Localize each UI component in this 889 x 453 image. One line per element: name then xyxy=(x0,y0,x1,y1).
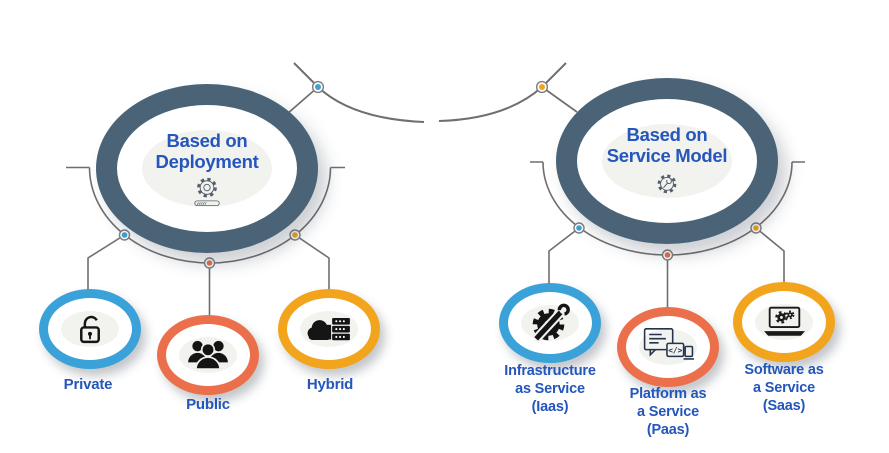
line-to-hybrid xyxy=(294,234,330,298)
devices-code-icon: </> xyxy=(643,328,694,360)
node-dot xyxy=(311,80,325,94)
laptop-gears-icon xyxy=(763,306,805,336)
code-glyph: </> xyxy=(668,346,682,355)
junction-dots xyxy=(118,80,762,269)
node-dot xyxy=(661,249,674,261)
node-dot xyxy=(573,222,585,234)
public-label: Public xyxy=(186,396,230,413)
saas-node-gap xyxy=(742,291,826,353)
deployment-title-line1: Based on xyxy=(166,130,248,151)
top-arc-left xyxy=(293,62,425,123)
service-model-title-line2: Service Model xyxy=(606,145,728,166)
line-to-private xyxy=(87,234,125,298)
service-model-title-line1: Based on xyxy=(626,124,708,145)
hybrid-node-gap xyxy=(287,298,371,360)
iaas-node-face xyxy=(521,303,579,343)
gear-wrench-solid-icon xyxy=(531,303,570,343)
iaas-label-line3: (Iaas) xyxy=(531,399,569,415)
service-model-title: Based on Service Model xyxy=(607,124,728,166)
people-group-icon xyxy=(188,340,228,370)
paas-node-gap: </> xyxy=(626,316,710,378)
service-model-hub-face: Based on Service Model xyxy=(602,124,732,198)
public-node xyxy=(157,315,259,395)
private-label: Private xyxy=(63,376,113,393)
top-branch-right xyxy=(541,86,578,113)
paas-label: Platform as a Service (Paas) xyxy=(593,385,743,439)
gear-wrench-icon xyxy=(657,174,677,194)
saas-node xyxy=(733,282,835,362)
private-node xyxy=(39,289,141,369)
node-dot xyxy=(535,80,549,94)
private-node-gap xyxy=(48,298,132,360)
node-dot xyxy=(203,257,216,269)
node-dot xyxy=(289,229,301,241)
paas-node: </> xyxy=(617,307,719,387)
line-to-iaas xyxy=(548,227,580,292)
saas-label-line2: a Service xyxy=(753,380,815,396)
paas-label-line3: (Paas) xyxy=(646,422,690,438)
public-node-face xyxy=(179,337,237,373)
saas-label: Software as a Service (Saas) xyxy=(709,361,859,415)
public-node-gap xyxy=(166,324,250,386)
private-node-face xyxy=(61,311,119,347)
deployment-hub-face: Based on Deployment xyxy=(142,130,272,207)
hybrid-label: Hybrid xyxy=(306,376,354,393)
iaas-label: Infrastructure as Service (Iaas) xyxy=(475,362,625,416)
paas-label-line1: Platform as xyxy=(629,386,707,402)
deployment-hub-gap: Based on Deployment xyxy=(117,105,297,232)
deployment-title: Based on Deployment xyxy=(156,130,259,172)
paas-label-line2: a Service xyxy=(637,404,699,420)
service-model-hub: Based on Service Model xyxy=(556,78,778,244)
node-dot xyxy=(750,222,762,234)
saas-node-face xyxy=(755,304,813,340)
line-to-saas xyxy=(755,227,785,292)
gear-progress-icon xyxy=(194,177,220,207)
hybrid-node xyxy=(278,289,380,369)
iaas-label-line1: Infrastructure xyxy=(504,363,596,379)
node-dot xyxy=(118,229,131,241)
hybrid-node-face xyxy=(300,311,358,347)
top-branch-left xyxy=(286,86,319,115)
iaas-node xyxy=(499,283,601,363)
cloud-server-icon xyxy=(307,318,350,341)
saas-label-line1: Software as xyxy=(744,362,824,378)
open-padlock-icon xyxy=(80,315,100,343)
iaas-label-line2: as Service xyxy=(515,381,585,397)
service-model-hub-gap: Based on Service Model xyxy=(577,99,757,223)
iaas-node-gap xyxy=(508,292,592,354)
top-arc-right xyxy=(438,62,567,122)
deployment-title-line2: Deployment xyxy=(155,151,259,172)
deployment-hub: Based on Deployment xyxy=(96,84,318,253)
paas-node-face: </> xyxy=(639,328,697,365)
saas-label-line3: (Saas) xyxy=(762,398,806,414)
